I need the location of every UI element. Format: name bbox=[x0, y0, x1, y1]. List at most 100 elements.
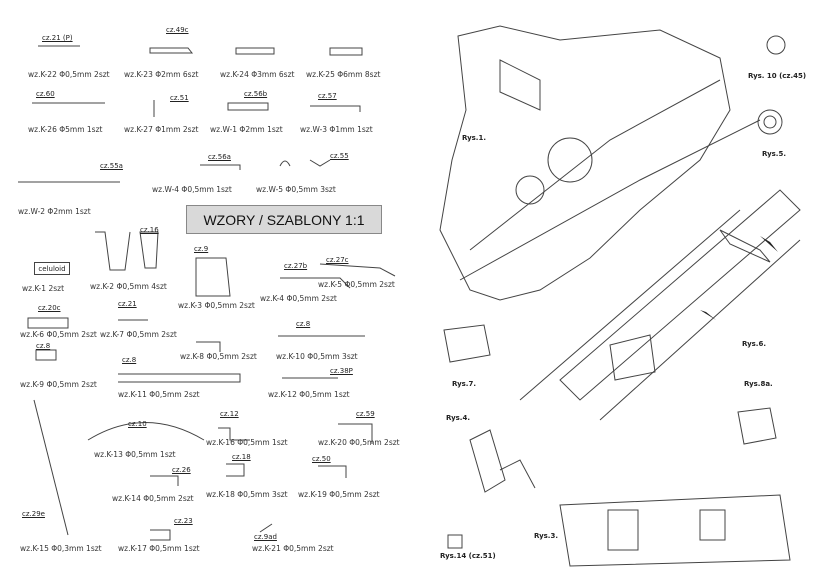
template-label: wz.K-7 Φ0,5mm 2szt bbox=[100, 330, 177, 339]
template-wire bbox=[310, 105, 361, 112]
banner-title: WZORY / SZABLONY 1:1 bbox=[203, 211, 365, 228]
template-tag: cz.16 bbox=[140, 226, 159, 234]
template-tag: cz.55 bbox=[330, 152, 349, 160]
template-label: wz.K-3 Φ0,5mm 2szt bbox=[178, 301, 255, 310]
template-label: wz.K-16 Φ0,5mm 1szt bbox=[206, 438, 288, 447]
template-label: wz.W-2 Φ2mm 1szt bbox=[18, 207, 91, 216]
figure-label-rys14: Rys.14 (cz.51) bbox=[440, 552, 496, 560]
template-label: wz.K-22 Φ0,5mm 2szt bbox=[28, 70, 110, 79]
template-wire bbox=[226, 463, 245, 477]
template-tag: cz.8 bbox=[296, 320, 311, 328]
rys6-line bbox=[519, 209, 741, 401]
template-wire bbox=[338, 423, 373, 444]
figure-label-rys4: Rys.4. bbox=[446, 414, 470, 422]
rys6-bracket bbox=[719, 229, 771, 263]
template-label: wz.K-15 Φ0,3mm 1szt bbox=[20, 544, 102, 553]
template-tag: cz.21 (P) bbox=[42, 34, 73, 42]
template-tag: cz.9ad bbox=[254, 533, 277, 541]
template-label: wz.K-24 Φ3mm 6szt bbox=[220, 70, 295, 79]
template-label: wz.K-6 Φ0,5mm 2szt bbox=[20, 330, 97, 339]
template-label: wz.K-4 Φ0,5mm 2szt bbox=[260, 294, 337, 303]
template-label: wz.K-13 Φ0,5mm 1szt bbox=[94, 450, 176, 459]
template-tag: cz.56b bbox=[244, 90, 268, 98]
template-label: wz.K-5 Φ0,5mm 2szt bbox=[318, 280, 395, 289]
template-wire bbox=[218, 427, 250, 441]
template-wire bbox=[95, 231, 131, 271]
template-arch bbox=[87, 422, 205, 441]
rys8a-box bbox=[737, 407, 777, 445]
template-label: wz.K-12 Φ0,5mm 1szt bbox=[268, 390, 350, 399]
template-wire bbox=[149, 47, 194, 54]
template-tag: cz.57 bbox=[318, 92, 337, 100]
template-tag: cz.10 bbox=[128, 420, 147, 428]
rys6-bracket bbox=[609, 334, 656, 381]
rys10-detail bbox=[766, 35, 786, 55]
rys5-detail bbox=[763, 115, 777, 129]
rys4-part bbox=[469, 429, 506, 493]
template-tag: cz.27b bbox=[284, 262, 308, 270]
template-wire bbox=[139, 231, 159, 269]
template-tag: cz.38P bbox=[330, 367, 353, 375]
rys3-panel bbox=[559, 494, 791, 567]
rys6-line bbox=[599, 239, 801, 421]
template-wire bbox=[196, 341, 221, 352]
template-label: wz.K-8 Φ0,5mm 2szt bbox=[180, 352, 257, 361]
template-wire bbox=[150, 475, 179, 486]
template-label: wz.K-19 Φ0,5mm 2szt bbox=[298, 490, 380, 499]
template-tag: cz.29e bbox=[22, 510, 45, 518]
template-label: wz.K-20 Φ0,5mm 2szt bbox=[318, 438, 400, 447]
template-tag: cz.21 bbox=[118, 300, 137, 308]
template-wire bbox=[309, 159, 331, 167]
rys3-detail bbox=[699, 509, 726, 541]
template-rod bbox=[235, 47, 275, 55]
figure-label-rys10: Rys. 10 (cz.45) bbox=[748, 72, 807, 80]
rys14-part bbox=[447, 534, 463, 549]
hull-ring bbox=[515, 175, 545, 205]
template-wire bbox=[259, 523, 273, 533]
figure-label-rys7: Rys.7. bbox=[452, 380, 476, 388]
template-tag: cz.9 bbox=[194, 245, 209, 253]
template-tag: cz.23 bbox=[174, 517, 193, 525]
template-label: wz.K-26 Φ5mm 1szt bbox=[28, 125, 103, 134]
template-tag: cz.59 bbox=[356, 410, 375, 418]
hull-hatch bbox=[499, 59, 541, 111]
figure-label-rys1: Rys.1. bbox=[462, 134, 486, 142]
template-tag: cz.51 bbox=[170, 94, 189, 102]
template-needle bbox=[33, 399, 69, 536]
template-tag: cz.8 bbox=[36, 342, 51, 350]
template-label: wz.K-17 Φ0,5mm 1szt bbox=[118, 544, 200, 553]
figure-label-rys3: Rys.3. bbox=[534, 532, 558, 540]
template-wire bbox=[195, 257, 231, 297]
template-label: wz.K-2 Φ0,5mm 4szt bbox=[90, 282, 167, 291]
template-tag: cz.55a bbox=[100, 162, 123, 170]
template-label: wz.W-3 Φ1mm 1szt bbox=[300, 125, 373, 134]
rys5-detail bbox=[757, 109, 783, 135]
rys3-detail bbox=[607, 509, 639, 551]
template-wire bbox=[35, 349, 57, 361]
rys6-panel bbox=[559, 189, 801, 401]
template-label: wz.W-1 Φ2mm 1szt bbox=[210, 125, 283, 134]
figure-label-rys5: Rys.5. bbox=[762, 150, 786, 158]
template-wire bbox=[118, 373, 241, 383]
template-label: wz.K-10 Φ0,5mm 3szt bbox=[276, 352, 358, 361]
hull-turret-ring bbox=[547, 137, 593, 183]
figure-label-rys6: Rys.6. bbox=[742, 340, 766, 348]
template-wire bbox=[318, 465, 347, 478]
template-label: wz.K-1 2szt bbox=[22, 284, 65, 293]
celuloid-label: celuloid bbox=[34, 262, 70, 275]
template-tag: cz.27c bbox=[326, 256, 349, 264]
rys4-part bbox=[499, 459, 536, 489]
template-label: wz.K-27 Φ1mm 2szt bbox=[124, 125, 199, 134]
template-tag: cz.20c bbox=[38, 304, 61, 312]
template-wire bbox=[279, 160, 291, 167]
template-label: wz.K-9 Φ0,5mm 2szt bbox=[20, 380, 97, 389]
template-wire bbox=[227, 102, 269, 111]
hull-outline bbox=[439, 25, 731, 301]
arrow-icon bbox=[700, 310, 716, 320]
template-wire bbox=[27, 317, 69, 329]
template-wire bbox=[280, 277, 351, 289]
rys7-box bbox=[443, 324, 491, 363]
template-tag: cz.50 bbox=[312, 455, 331, 463]
template-label: wz.W-4 Φ0,5mm 1szt bbox=[152, 185, 232, 194]
